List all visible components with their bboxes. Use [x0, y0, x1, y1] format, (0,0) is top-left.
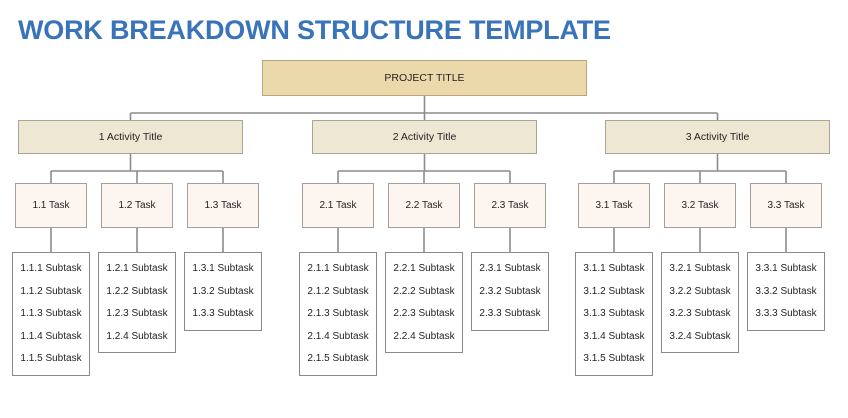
- subtask-group-2-2: 2.2.1 Subtask 2.2.2 Subtask 2.2.3 Subtask 2…: [385, 252, 463, 353]
- subtask-item[interactable]: 2.1.5 Subtask: [307, 353, 369, 364]
- subtask-item[interactable]: 3.1.1 Subtask: [583, 263, 645, 274]
- subtask-group-3-2: 3.2.1 Subtask 3.2.2 Subtask 3.2.3 Subtask 3…: [661, 252, 739, 353]
- subtask-item[interactable]: 1.1.3 Subtask: [20, 308, 82, 319]
- subtask-item[interactable]: 1.1.1 Subtask: [20, 263, 82, 274]
- subtask-item[interactable]: 1.2.2 Subtask: [106, 285, 168, 297]
- task-box-3-1[interactable]: 3.1 Task: [578, 183, 650, 228]
- subtask-item[interactable]: 2.1.3 Subtask: [307, 308, 369, 319]
- subtask-group-3-3: 3.3.1 Subtask 3.3.2 Subtask 3.3.3 Subtask: [747, 252, 825, 331]
- task-box-3-2[interactable]: 3.2 Task: [664, 183, 736, 228]
- subtask-item[interactable]: 3.2.4 Subtask: [669, 330, 731, 342]
- subtask-item[interactable]: 3.3.2 Subtask: [755, 285, 817, 297]
- project-title-box[interactable]: PROJECT TITLE: [262, 60, 587, 96]
- subtask-item[interactable]: 3.1.4 Subtask: [583, 330, 645, 342]
- subtask-item[interactable]: 3.3.3 Subtask: [755, 308, 817, 319]
- task-box-3-3[interactable]: 3.3 Task: [750, 183, 822, 228]
- subtask-item[interactable]: 2.1.4 Subtask: [307, 330, 369, 342]
- subtask-item[interactable]: 1.3.2 Subtask: [192, 285, 254, 297]
- activity-box-1[interactable]: 1 Activity Title: [18, 120, 243, 154]
- subtask-item[interactable]: 3.1.2 Subtask: [583, 285, 645, 297]
- subtask-group-2-1: 2.1.1 Subtask 2.1.2 Subtask 2.1.3 Subtask 2…: [299, 252, 377, 376]
- subtask-group-1-1: 1.1.1 Subtask 1.1.2 Subtask 1.1.3 Subtask 1…: [12, 252, 90, 376]
- subtask-item[interactable]: 1.2.3 Subtask: [106, 308, 168, 319]
- task-box-2-3[interactable]: 2.3 Task: [474, 183, 546, 228]
- task-box-2-2[interactable]: 2.2 Task: [388, 183, 460, 228]
- subtask-item[interactable]: 1.3.3 Subtask: [192, 308, 254, 319]
- page-title: WORK BREAKDOWN STRUCTURE TEMPLATE: [18, 15, 611, 45]
- subtask-item[interactable]: 2.2.2 Subtask: [393, 285, 455, 297]
- subtask-item[interactable]: 3.2.2 Subtask: [669, 285, 731, 297]
- subtask-item[interactable]: 1.2.4 Subtask: [106, 330, 168, 342]
- subtask-item[interactable]: 1.3.1 Subtask: [192, 263, 254, 274]
- task-box-1-3[interactable]: 1.3 Task: [187, 183, 259, 228]
- activity-box-2[interactable]: 2 Activity Title: [312, 120, 537, 154]
- subtask-item[interactable]: 3.3.1 Subtask: [755, 263, 817, 274]
- subtask-item[interactable]: 2.3.3 Subtask: [479, 308, 541, 319]
- subtask-item[interactable]: 3.2.1 Subtask: [669, 263, 731, 274]
- subtask-item[interactable]: 3.2.3 Subtask: [669, 308, 731, 319]
- subtask-item[interactable]: 1.1.2 Subtask: [20, 285, 82, 297]
- subtask-group-1-2: 1.2.1 Subtask 1.2.2 Subtask 1.2.3 Subtask 1…: [98, 252, 176, 353]
- subtask-item[interactable]: 2.1.1 Subtask: [307, 263, 369, 274]
- subtask-item[interactable]: 1.2.1 Subtask: [106, 263, 168, 274]
- subtask-item[interactable]: 2.1.2 Subtask: [307, 285, 369, 297]
- subtask-item[interactable]: 2.3.1 Subtask: [479, 263, 541, 274]
- subtask-item[interactable]: 2.2.3 Subtask: [393, 308, 455, 319]
- subtask-item[interactable]: 2.2.4 Subtask: [393, 330, 455, 342]
- subtask-item[interactable]: 1.1.5 Subtask: [20, 353, 82, 364]
- subtask-item[interactable]: 2.2.1 Subtask: [393, 263, 455, 274]
- subtask-item[interactable]: 1.1.4 Subtask: [20, 330, 82, 342]
- activity-box-3[interactable]: 3 Activity Title: [605, 120, 830, 154]
- subtask-item[interactable]: 2.3.2 Subtask: [479, 285, 541, 297]
- task-box-1-2[interactable]: 1.2 Task: [101, 183, 173, 228]
- subtask-group-3-1: 3.1.1 Subtask 3.1.2 Subtask 3.1.3 Subtask 3…: [575, 252, 653, 376]
- subtask-item[interactable]: 3.1.5 Subtask: [583, 353, 645, 364]
- subtask-item[interactable]: 3.1.3 Subtask: [583, 308, 645, 319]
- task-box-2-1[interactable]: 2.1 Task: [302, 183, 374, 228]
- task-box-1-1[interactable]: 1.1 Task: [15, 183, 87, 228]
- subtask-group-1-3: 1.3.1 Subtask 1.3.2 Subtask 1.3.3 Subtask: [184, 252, 262, 331]
- subtask-group-2-3: 2.3.1 Subtask 2.3.2 Subtask 2.3.3 Subtask: [471, 252, 549, 331]
